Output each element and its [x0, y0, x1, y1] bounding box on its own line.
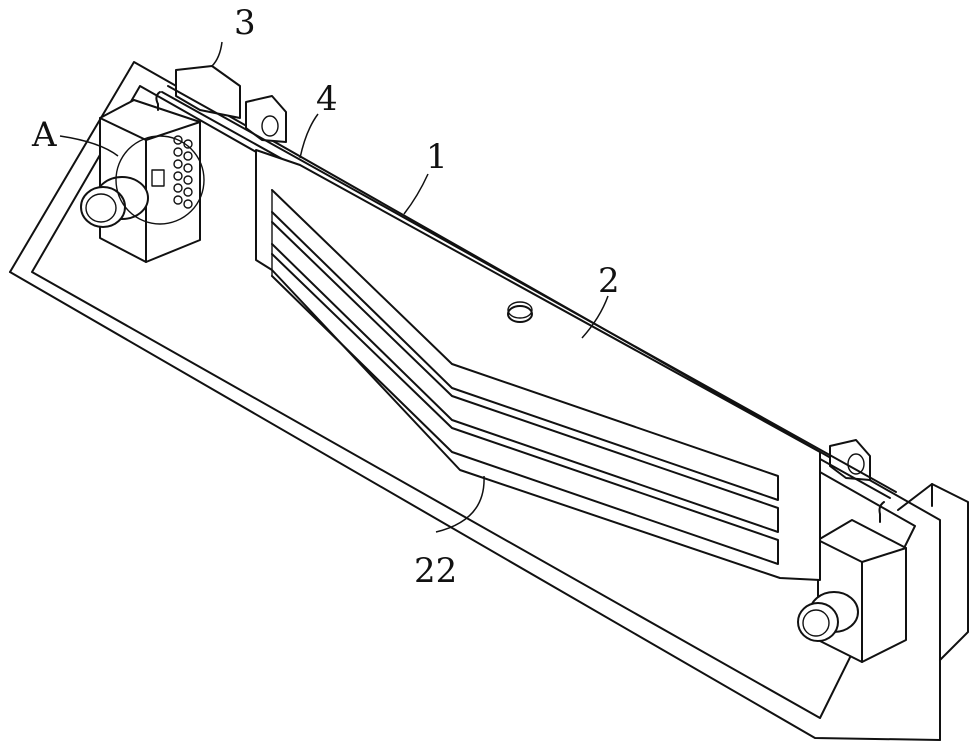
label-22: 22 — [414, 551, 457, 591]
label-3: 3 — [234, 3, 256, 43]
label-a: A — [31, 115, 57, 155]
center-knob — [508, 306, 532, 322]
label-4: 4 — [316, 79, 338, 119]
label-1: 1 — [426, 137, 448, 177]
label-2: 2 — [598, 261, 620, 301]
inner-plate — [256, 150, 820, 580]
